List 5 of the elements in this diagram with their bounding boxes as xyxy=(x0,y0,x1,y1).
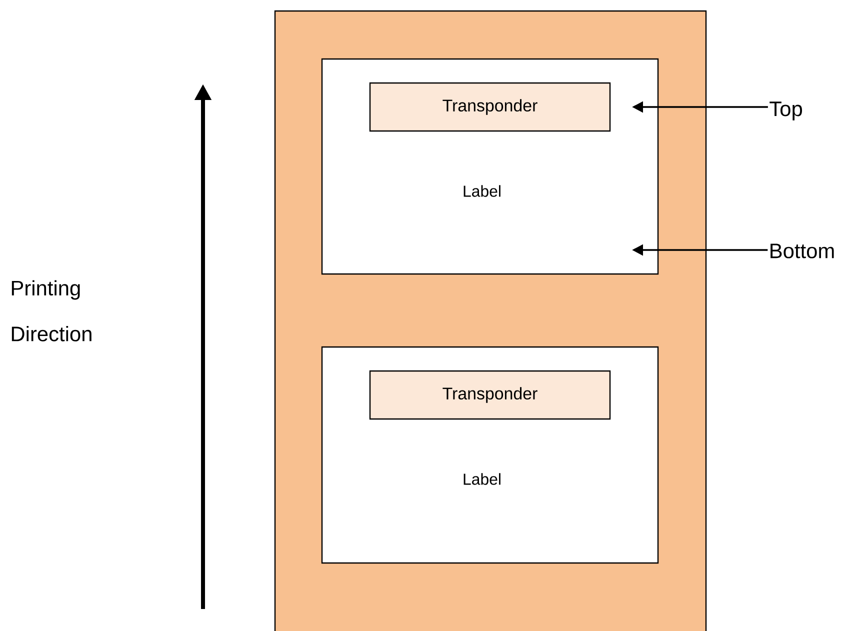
direction-label: Printing Direction xyxy=(12,280,92,342)
side-label: Bottom xyxy=(770,244,834,258)
side-label: Top xyxy=(770,102,802,120)
transponder-box: Transponder xyxy=(369,82,611,132)
transponder-box: Transponder xyxy=(369,370,611,420)
